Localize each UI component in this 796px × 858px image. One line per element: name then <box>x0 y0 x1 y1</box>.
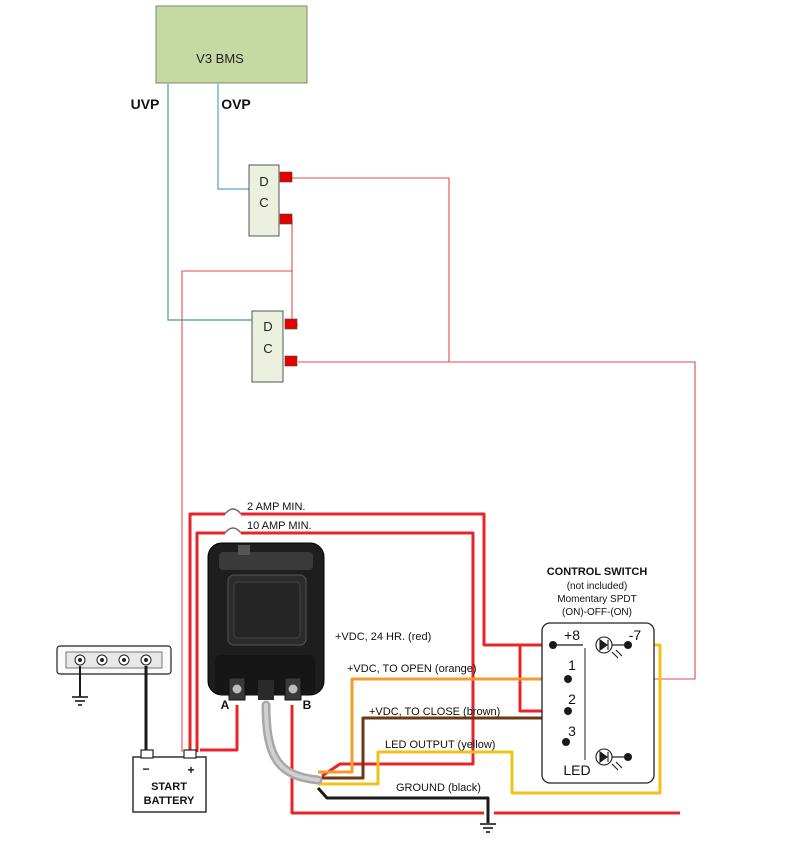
relay-lower-box <box>251 310 284 383</box>
fuse-10a-label: 10 AMP MIN. <box>247 520 312 532</box>
switch-pin-3: 3 <box>568 723 576 739</box>
red-wire-label: +VDC, 24 HR. (red) <box>335 631 431 643</box>
battery-label-line2: BATTERY <box>144 795 195 807</box>
ovp-label: OVP <box>221 96 251 112</box>
orange-wire-label: +VDC, TO OPEN (orange) <box>347 663 477 675</box>
relay-upper-d: D <box>259 174 268 189</box>
bms-box <box>155 5 308 84</box>
switch-pin-plus8: +8 <box>564 627 580 643</box>
yellow-wire-label: LED OUTPUT (yellow) <box>385 739 495 751</box>
relay-upper-box <box>248 164 280 237</box>
relay-upper-c: C <box>259 195 268 210</box>
fuse-2a-symbol <box>224 508 242 515</box>
orange-wire <box>318 677 568 774</box>
bms-label: V3 BMS <box>196 51 244 66</box>
switch-body <box>541 622 655 784</box>
brown-wire-label: +VDC, TO CLOSE (brown) <box>369 706 500 718</box>
red-wire <box>188 512 680 815</box>
ground-symbol <box>480 823 496 833</box>
battery-label-line1: START <box>151 781 187 793</box>
uvp-wire <box>167 84 252 321</box>
black-wire <box>316 786 490 823</box>
terminal-a-label: A <box>221 698 230 712</box>
battery-relay-device <box>207 542 325 701</box>
battery-minus: − <box>142 762 149 776</box>
black-wire-label: GROUND (black) <box>396 782 481 794</box>
fuse-10a-symbol <box>224 527 242 534</box>
switch-pin-1: 1 <box>568 657 576 673</box>
ovp-wire <box>217 84 249 190</box>
relay-lower-d: D <box>263 319 272 334</box>
terminal-b-label: B <box>303 698 312 712</box>
switch-title: CONTROL SWITCH <box>547 566 648 578</box>
led-diode-top <box>595 636 623 659</box>
relay-lower-c: C <box>263 341 272 356</box>
switch-note: (not included) <box>567 581 628 592</box>
switch-pins <box>549 641 632 761</box>
battery-plus: + <box>187 763 194 777</box>
yellow-wire <box>318 643 662 795</box>
bus-bar <box>56 645 172 675</box>
switch-led-label: LED <box>563 762 590 778</box>
switch-pin-2: 2 <box>568 691 576 707</box>
start-battery <box>132 749 207 813</box>
relay-upper-terminal-top <box>279 171 293 183</box>
bus-bar-ground-symbol <box>72 696 88 706</box>
uvp-label: UVP <box>131 96 160 112</box>
switch-pin-minus7: -7 <box>629 627 642 643</box>
relay-lower-terminal-bottom <box>284 355 298 367</box>
fuse-2a-label: 2 AMP MIN. <box>247 501 305 513</box>
switch-positions: (ON)-OFF-(ON) <box>562 607 632 618</box>
relay-upper-terminal-bottom <box>279 213 293 225</box>
relay-lower-terminal-top <box>284 318 298 330</box>
switch-type: Momentary SPDT <box>557 594 636 605</box>
